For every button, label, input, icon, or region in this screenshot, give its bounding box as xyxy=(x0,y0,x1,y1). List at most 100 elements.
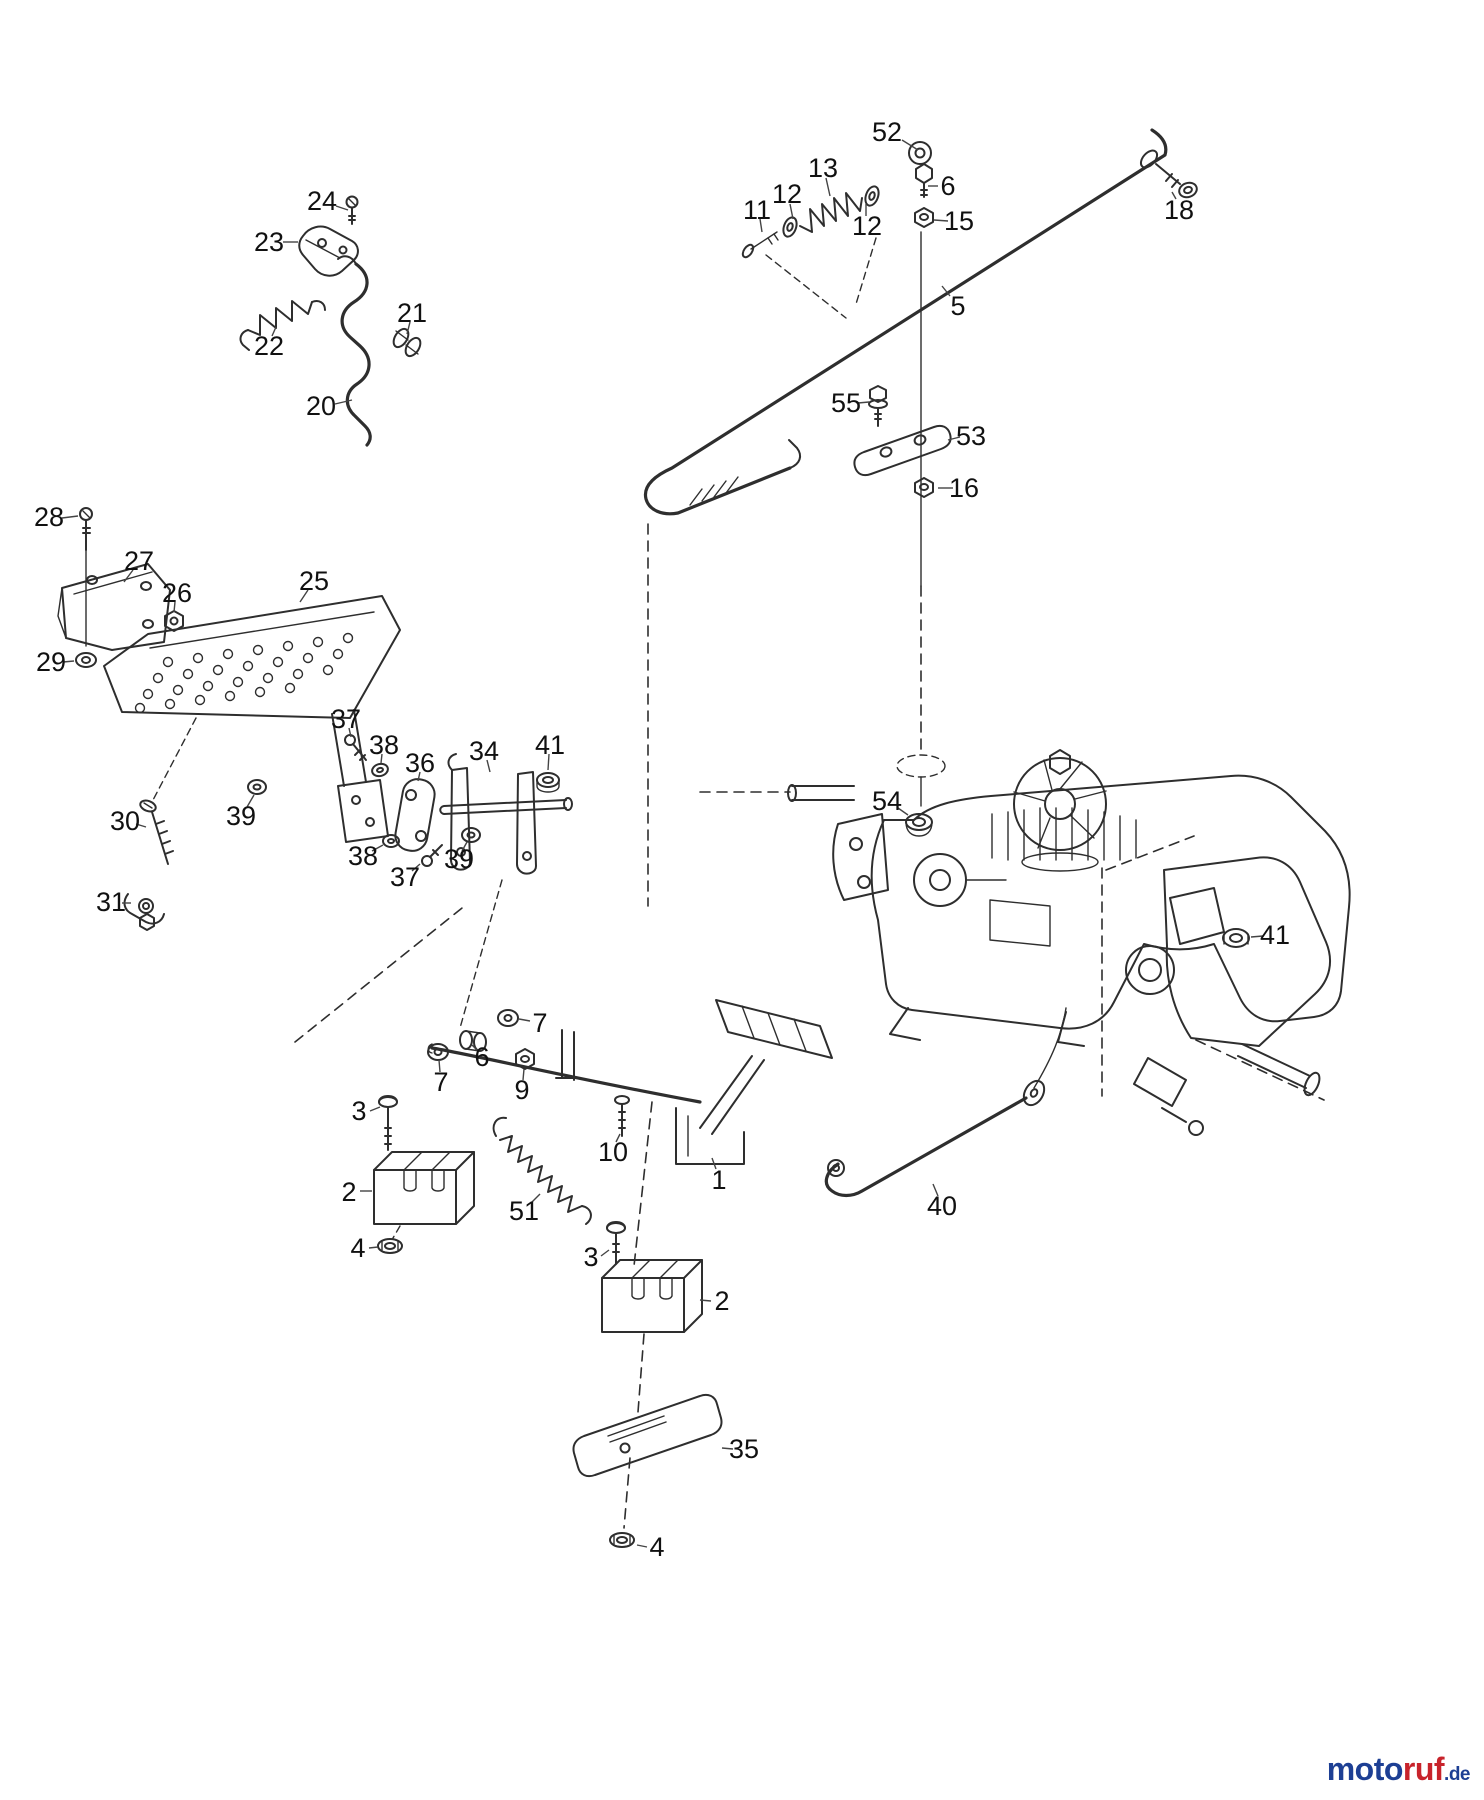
callout-41: 41 xyxy=(1260,920,1290,950)
callout-leader-7 xyxy=(438,1059,441,1073)
callout-30: 30 xyxy=(110,806,140,836)
callout-1: 1 xyxy=(711,1165,726,1195)
callout-29: 29 xyxy=(36,647,66,677)
callout-leader-39 xyxy=(246,794,255,808)
callout-leader-7 xyxy=(518,1018,531,1022)
callout-leader-38 xyxy=(380,753,383,764)
callout-leader-6 xyxy=(471,1044,478,1051)
bypass-lever-group xyxy=(239,195,422,447)
callout-leader-15 xyxy=(933,219,949,222)
callout-leader-51 xyxy=(530,1193,541,1204)
callout-leader-11 xyxy=(759,218,763,233)
callout-leader-40 xyxy=(932,1183,939,1197)
callout-38: 38 xyxy=(369,730,399,760)
callout-26: 26 xyxy=(162,578,192,608)
callout-leader-4 xyxy=(368,1246,379,1249)
callout-54: 54 xyxy=(872,786,902,816)
clamp-block-1 xyxy=(373,1095,592,1254)
callout-38: 38 xyxy=(348,841,378,871)
callout-leader-55 xyxy=(857,401,870,404)
rod-end-bolt xyxy=(1139,149,1198,199)
callout-leader-20 xyxy=(334,399,353,405)
callout-leader-38 xyxy=(371,844,384,852)
callout-leader-41 xyxy=(1250,935,1264,938)
callout-37: 37 xyxy=(390,862,420,892)
callout-23: 23 xyxy=(254,227,284,257)
callout-6: 6 xyxy=(474,1042,489,1072)
pedal-group xyxy=(675,999,1067,1198)
callout-34: 34 xyxy=(469,736,499,766)
watermark-de: .de xyxy=(1444,1764,1470,1785)
footrest-group xyxy=(57,507,401,931)
construction-lines xyxy=(294,523,653,1267)
callout-leader-26 xyxy=(173,601,176,613)
callout-leader-27 xyxy=(123,569,134,583)
callout-leader-39 xyxy=(461,841,468,852)
callout-2: 2 xyxy=(714,1286,729,1316)
callout-6: 6 xyxy=(940,171,955,201)
callout-leader-52 xyxy=(901,139,919,151)
callout-leader-35 xyxy=(721,1447,734,1450)
callout-24: 24 xyxy=(307,186,337,216)
callout-39: 39 xyxy=(226,801,256,831)
callout-27: 27 xyxy=(124,546,154,576)
footrest-holes xyxy=(134,632,354,714)
callout-leader-25 xyxy=(299,589,309,603)
callout-leader-9 xyxy=(522,1068,525,1081)
spring-ferrule-assembly xyxy=(741,141,934,319)
callout-52: 52 xyxy=(872,117,902,147)
callout-25: 25 xyxy=(299,566,329,596)
trunnion-plate-assembly xyxy=(853,231,952,837)
callout-39: 39 xyxy=(444,844,474,874)
callout-3: 3 xyxy=(583,1242,598,1272)
callout-leader-2 xyxy=(699,1299,712,1302)
callout-36: 36 xyxy=(405,748,435,778)
callout-4: 4 xyxy=(649,1532,664,1562)
callout-53: 53 xyxy=(956,421,986,451)
callout-leader-18 xyxy=(1171,191,1177,200)
callout-leader-12 xyxy=(789,203,794,220)
callout-leader-3 xyxy=(369,1106,381,1112)
callout-leader-34 xyxy=(486,759,491,773)
callout-2: 2 xyxy=(341,1177,356,1207)
callout-11: 11 xyxy=(743,195,771,225)
callout-leader-36 xyxy=(417,771,421,782)
callout-leader-10 xyxy=(615,1133,621,1143)
callout-leader-29 xyxy=(62,660,75,663)
callout-leader-1 xyxy=(711,1157,717,1170)
transaxle xyxy=(699,749,1351,1136)
callout-18: 18 xyxy=(1164,195,1194,225)
callout-leader-30 xyxy=(135,823,147,828)
callout-leader-37 xyxy=(348,727,352,738)
callout-20: 20 xyxy=(306,391,336,421)
callout-31: 31 xyxy=(96,887,126,917)
callout-leader-54 xyxy=(897,807,909,816)
callout-9: 9 xyxy=(514,1075,529,1105)
brake-rod-group xyxy=(427,1009,702,1137)
callout-leader-5 xyxy=(941,285,951,297)
callout-40: 40 xyxy=(927,1191,957,1221)
callout-22: 22 xyxy=(254,331,284,361)
callout-51: 51 xyxy=(509,1196,539,1226)
callout-28: 28 xyxy=(34,502,64,532)
callout-leader-4 xyxy=(636,1544,648,1548)
callout-7: 7 xyxy=(433,1067,448,1097)
callout-55: 55 xyxy=(831,388,861,418)
callout-10: 10 xyxy=(598,1137,628,1167)
watermark-ruf: ruf xyxy=(1402,1751,1445,1787)
callout-41: 41 xyxy=(535,730,565,760)
callout-leader-37 xyxy=(411,863,421,872)
callout-leader-41 xyxy=(547,753,550,771)
callout-leader-28 xyxy=(61,515,79,519)
watermark-moto: moto xyxy=(1326,1751,1404,1787)
callout-leader-24 xyxy=(335,205,349,211)
callout-21: 21 xyxy=(397,298,427,328)
callout-3: 3 xyxy=(351,1096,366,1126)
callout-4: 4 xyxy=(350,1233,365,1263)
callout-7: 7 xyxy=(532,1008,547,1038)
callout-15: 15 xyxy=(944,206,974,236)
callout-leader-22 xyxy=(271,326,277,337)
